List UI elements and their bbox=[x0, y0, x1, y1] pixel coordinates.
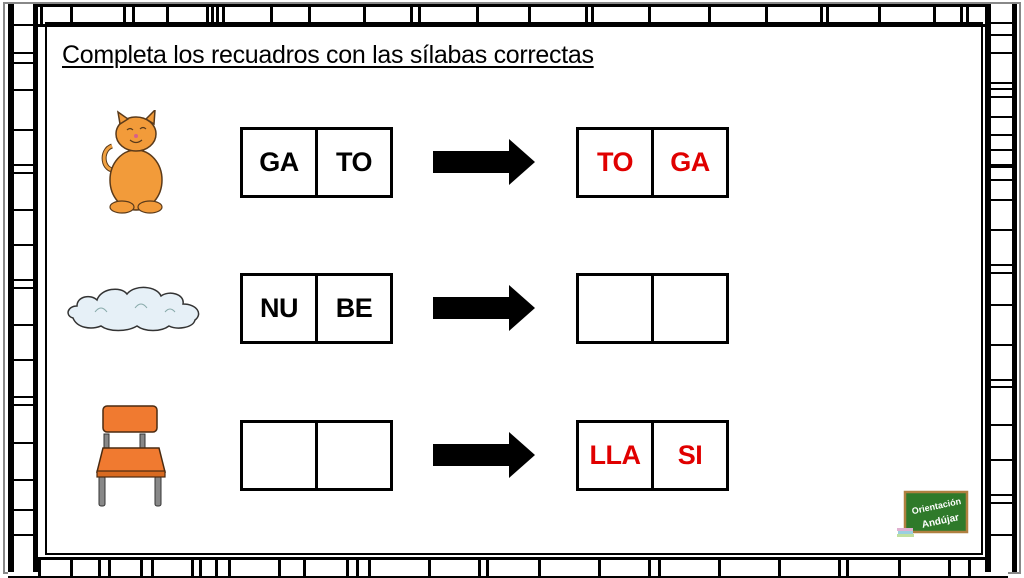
syllable-cell[interactable] bbox=[579, 276, 651, 341]
given-syllables-box: NU BE bbox=[240, 273, 393, 344]
syllable-cell[interactable]: GA bbox=[259, 147, 299, 177]
answer-syllables-box bbox=[576, 273, 729, 344]
orientacion-andujar-logo: Orientación Andújar bbox=[897, 490, 969, 537]
answer-syllables-box: LLA SI bbox=[576, 420, 729, 491]
given-syllables-box bbox=[240, 420, 393, 491]
arrow-right-icon bbox=[433, 285, 535, 331]
syllable-cell[interactable]: TO bbox=[315, 130, 390, 195]
syllable-cell[interactable]: GA bbox=[651, 130, 726, 195]
page-title: Completa los recuadros con las sílabas c… bbox=[62, 41, 594, 69]
decorative-border-bottom bbox=[8, 557, 1008, 578]
cat-image bbox=[98, 108, 168, 214]
syllable-cell[interactable]: BE bbox=[315, 276, 390, 341]
syllable-cell[interactable]: SI bbox=[651, 423, 726, 488]
decorative-border-left bbox=[8, 4, 38, 572]
chair-image bbox=[95, 404, 167, 508]
content-frame bbox=[45, 22, 983, 555]
answer-syllables-box: TO GA bbox=[576, 127, 729, 198]
decorative-border-right bbox=[985, 4, 1017, 572]
syllable-cell[interactable] bbox=[243, 423, 315, 488]
syllable-cell[interactable]: TO bbox=[596, 147, 634, 177]
syllable-cell[interactable]: LLA bbox=[589, 440, 641, 470]
cloud-image bbox=[65, 282, 203, 334]
syllable-cell[interactable] bbox=[315, 423, 390, 488]
given-syllables-box: GA TO bbox=[240, 127, 393, 198]
decorative-border-top bbox=[8, 4, 1008, 27]
arrow-right-icon bbox=[433, 139, 535, 185]
syllable-cell[interactable]: NU bbox=[260, 293, 299, 323]
syllable-cell[interactable] bbox=[651, 276, 726, 341]
arrow-right-icon bbox=[433, 432, 535, 478]
